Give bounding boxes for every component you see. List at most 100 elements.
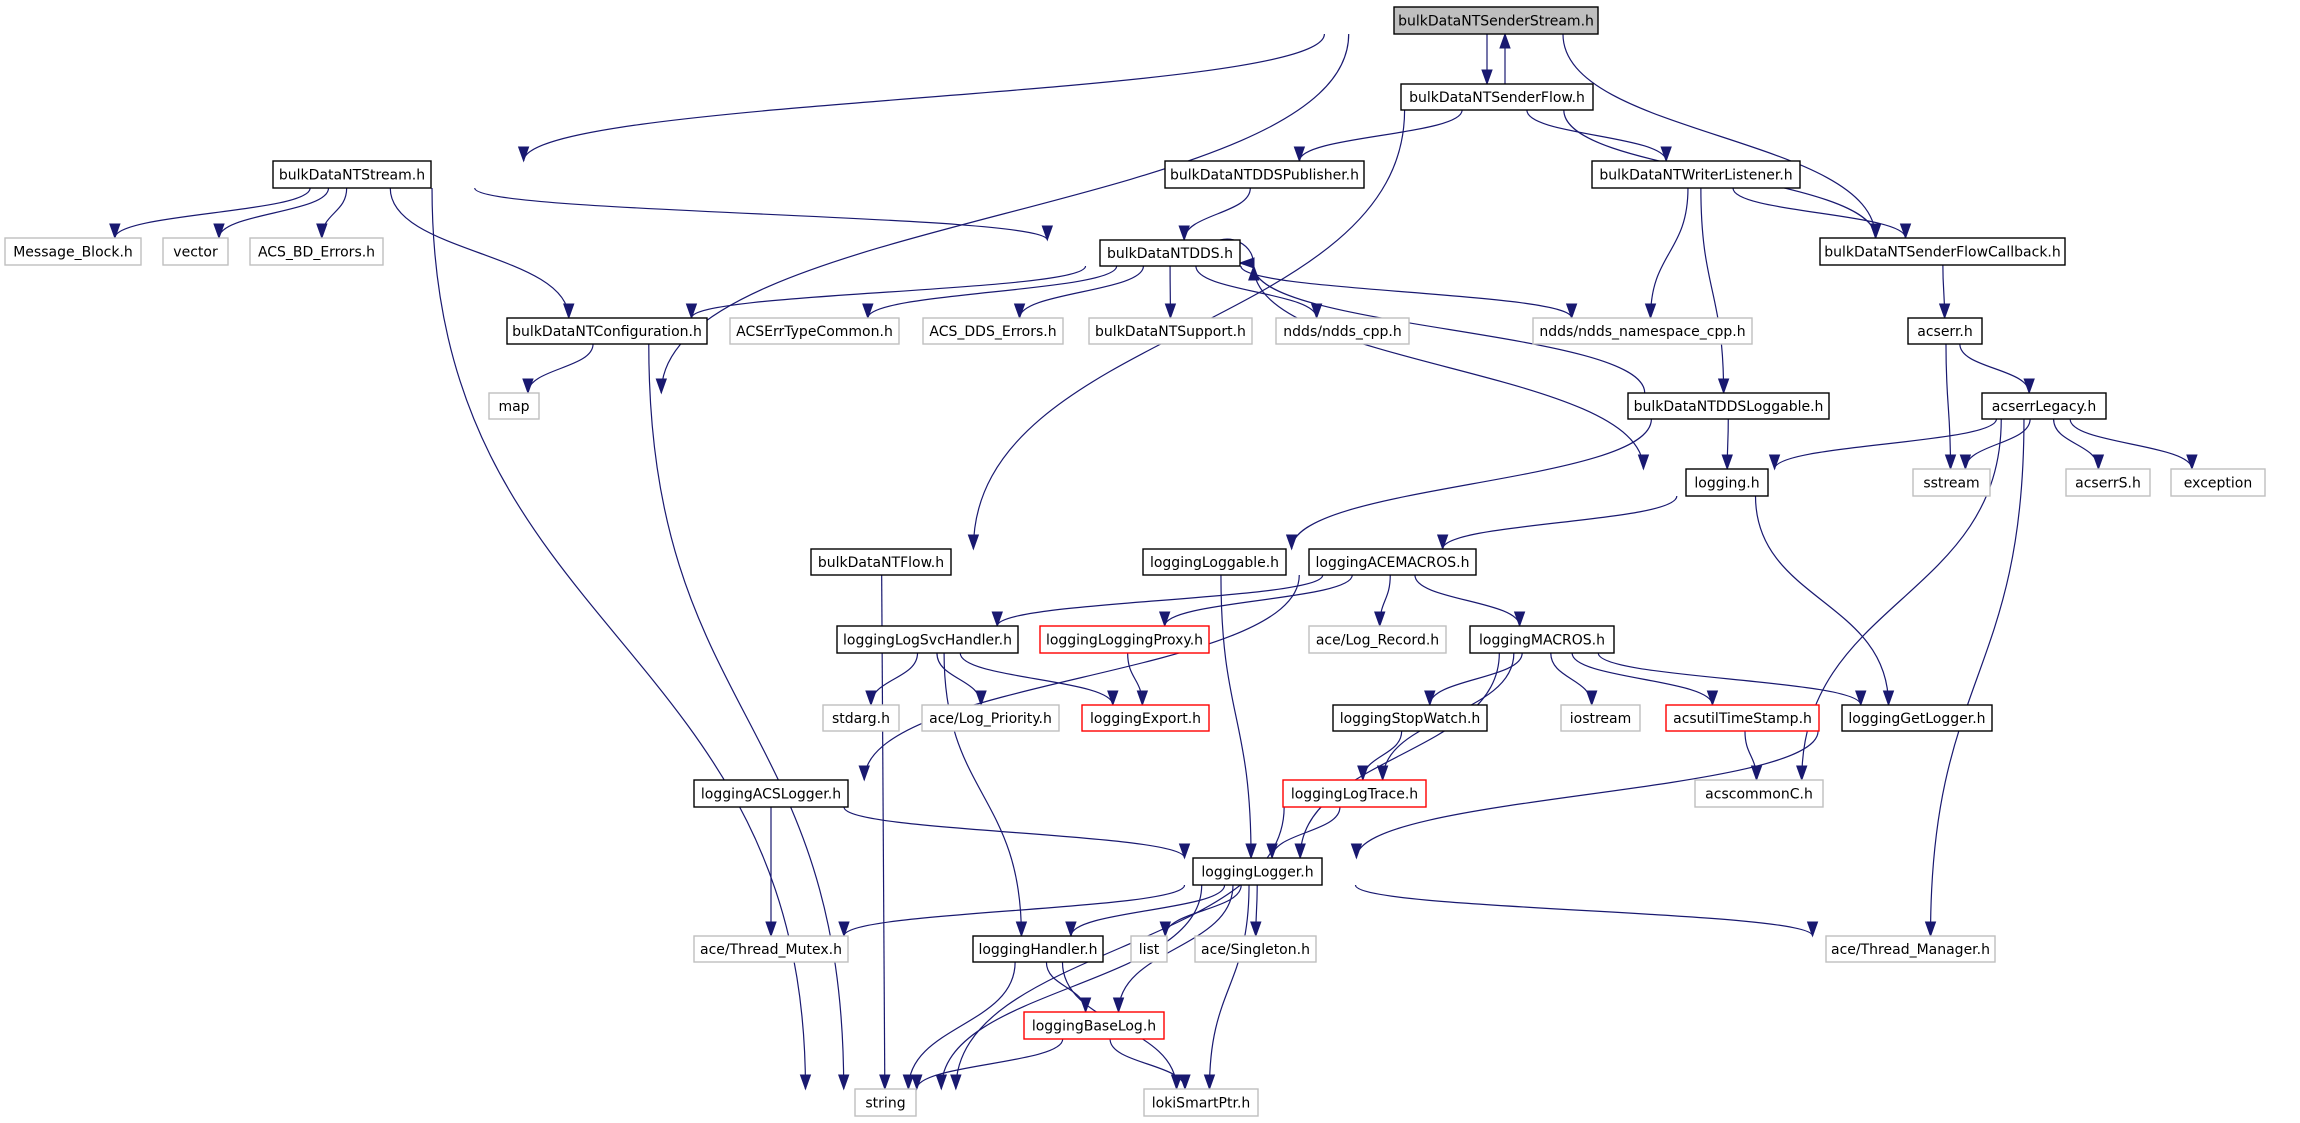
edge-bulkdatantsenderstream-h-to-bulkdatantsenderflow-h	[1481, 34, 1493, 86]
edge-line	[1354, 884, 1814, 937]
node-box	[922, 317, 1064, 345]
edge-bulkdatantstream-h-to-string	[431, 187, 812, 1091]
edge-bulkdatantstream-h-to-message-block-h	[109, 187, 311, 240]
node-bulkdatantflow-h[interactable]: bulkDataNTFlow.h	[810, 548, 952, 576]
edge-bulkdatantstream-h-to-bulkdatantdds-h	[474, 187, 1054, 242]
node-bulkdatantstream-h[interactable]: bulkDataNTStream.h	[272, 160, 432, 189]
node-box	[1275, 317, 1410, 345]
edge-loggingacemacros-h-to-loggingloggingproxy-h	[1158, 574, 1353, 628]
edge-logginggetlogger-h-to-logginglogger-h	[1350, 730, 1819, 860]
node-bulkdatantwriterlistener-h[interactable]: bulkDataNTWriterListener.h	[1591, 160, 1801, 189]
edge-line	[943, 652, 1023, 937]
node-bulkdatantsenderflowcallback-h[interactable]: bulkDataNTSenderFlowCallback.h	[1819, 237, 2066, 266]
node-label: ace/Log_Priority.h	[929, 711, 1052, 727]
nodes-layer: bulkDataNTSenderStream.h bulkDataNTSender…	[4, 6, 2266, 1117]
node-label: loggingACSLogger.h	[701, 787, 841, 803]
edge-line	[1271, 806, 1341, 859]
edge-line	[940, 884, 1203, 1090]
node-loggingmacros-h[interactable]: loggingMACROS.h	[1469, 625, 1615, 654]
node-label: loggingLoggable.h	[1150, 555, 1279, 571]
node-exception: exception	[2170, 468, 2266, 497]
node-loggingacemacros-h[interactable]: loggingACEMACROS.h	[1308, 548, 1477, 576]
arrowhead-icon	[1855, 690, 1867, 707]
node-box	[1192, 857, 1323, 886]
node-bulkdatantconfiguration-h[interactable]: bulkDataNTConfiguration.h	[506, 317, 708, 345]
node-box	[810, 548, 952, 576]
edge-bulkdatantsenderstream-h-to-bulkdatantstream-h	[517, 33, 1325, 163]
edge-line	[1253, 265, 1646, 394]
node-label: bulkDataNTDDSLoggable.h	[1634, 399, 1824, 415]
edge-loggingloggingproxy-h-to-loggingexport-h	[1127, 652, 1149, 707]
node-label: acserrLegacy.h	[1992, 399, 2096, 415]
node-bulkdatantddspublisher-h[interactable]: bulkDataNTDDSPublisher.h	[1164, 160, 1365, 189]
node-box	[1841, 704, 1993, 732]
arrowhead-icon	[1768, 454, 1781, 471]
edge-line	[1070, 884, 1226, 937]
node-label: acscommonC.h	[1705, 787, 1813, 803]
node-logging-h[interactable]: logging.h	[1685, 468, 1769, 497]
node-sstream: sstream	[1912, 468, 1991, 497]
arrowhead-icon	[1374, 611, 1386, 628]
edge-bulkdatantdds-h-to-acserrtypecommon-h	[862, 265, 1118, 320]
node-bulkdatantddsloggable-h[interactable]: bulkDataNTDDSLoggable.h	[1627, 392, 1830, 420]
edge-line	[907, 961, 1016, 1090]
node-label: acserr.h	[1917, 324, 1973, 340]
edge-line	[1183, 187, 1251, 241]
edge-loggingbaselog-h-to-lokismartptr-h	[1109, 1038, 1191, 1091]
edge-acserrlegacy-h-to-acserrs-h	[2053, 418, 2105, 471]
node-acserrlegacy-h[interactable]: acserrLegacy.h	[1981, 392, 2107, 420]
edge-bulkdatantdds-h-to-ndds-ndds-cpp-h	[1195, 265, 1323, 320]
edge-line	[867, 265, 1118, 319]
arrowhead-icon	[1203, 1074, 1216, 1091]
node-bulkdatantsenderstream-h[interactable]: bulkDataNTSenderStream.h	[1393, 6, 1599, 35]
arrowhead-icon	[1170, 1074, 1183, 1091]
node-box	[1469, 625, 1615, 654]
node-logginglogsvchandler-h[interactable]: loggingLogSvcHandler.h	[836, 625, 1019, 654]
arrowhead-icon	[799, 1074, 812, 1091]
node-ace-singleton-h: ace/Singleton.h	[1194, 935, 1317, 963]
arrowhead-icon	[1350, 843, 1363, 860]
node-ace-thread-manager-h: ace/Thread_Manager.h	[1825, 935, 1996, 963]
arrowhead-icon	[1660, 146, 1672, 163]
arrowhead-icon	[1248, 264, 1260, 281]
edge-line	[843, 884, 1186, 937]
node-acserrs-h: acserrS.h	[2065, 468, 2151, 497]
node-logginghandler-h[interactable]: loggingHandler.h	[972, 935, 1104, 963]
node-box	[2170, 468, 2266, 497]
edge-line	[916, 1038, 1064, 1090]
node-box	[272, 160, 432, 189]
edge-line	[218, 187, 330, 239]
node-logginglogger-h[interactable]: loggingLogger.h	[1192, 857, 1323, 886]
node-bulkdatantdds-h[interactable]: bulkDataNTDDS.h	[1099, 239, 1241, 267]
edge-logginglogsvchandler-h-to-stdarg-h	[865, 652, 919, 707]
node-label: vector	[173, 245, 218, 261]
arrowhead-icon	[935, 1074, 948, 1091]
node-bulkdatantsenderflow-h[interactable]: bulkDataNTSenderFlow.h	[1400, 83, 1594, 111]
arrowhead-icon	[2092, 454, 2105, 471]
node-acserr-h[interactable]: acserr.h	[1907, 317, 1983, 345]
arrowhead-icon	[1424, 690, 1436, 707]
node-logginglogtrace-h: loggingLogTrace.h	[1282, 779, 1427, 808]
node-loggingloggable-h[interactable]: loggingLoggable.h	[1142, 548, 1287, 576]
edge-line	[1929, 418, 2025, 937]
node-loggingacslogger-h[interactable]: loggingACSLogger.h	[693, 779, 849, 808]
node-loggingstopwatch-h[interactable]: loggingStopWatch.h	[1332, 704, 1488, 732]
edge-line	[1195, 265, 1318, 319]
arrowhead-icon	[213, 223, 225, 240]
arrowhead-icon	[1959, 454, 1972, 471]
edge-loggingacemacros-h-to-loggingacslogger-h	[858, 574, 1300, 782]
node-box	[1825, 935, 1996, 963]
node-label: loggingGetLogger.h	[1848, 711, 1985, 727]
arrowhead-icon	[879, 1074, 891, 1091]
node-label: stdarg.h	[832, 711, 890, 727]
edge-bulkdatantsenderflow-h-to-bulkdatantsenderstream-h	[1499, 32, 1511, 84]
arrowhead-icon	[1586, 690, 1598, 707]
node-logginggetlogger-h[interactable]: loggingGetLogger.h	[1841, 704, 1993, 732]
node-label: loggingHandler.h	[978, 942, 1097, 958]
arrowhead-icon	[1015, 921, 1028, 938]
edge-line	[1117, 884, 1234, 1013]
arrowhead-icon	[765, 921, 777, 938]
node-label: logging.h	[1694, 476, 1759, 492]
edge-logginglogsvchandler-h-to-ace-log-priority-h	[936, 652, 987, 707]
node-box	[1088, 317, 1253, 345]
